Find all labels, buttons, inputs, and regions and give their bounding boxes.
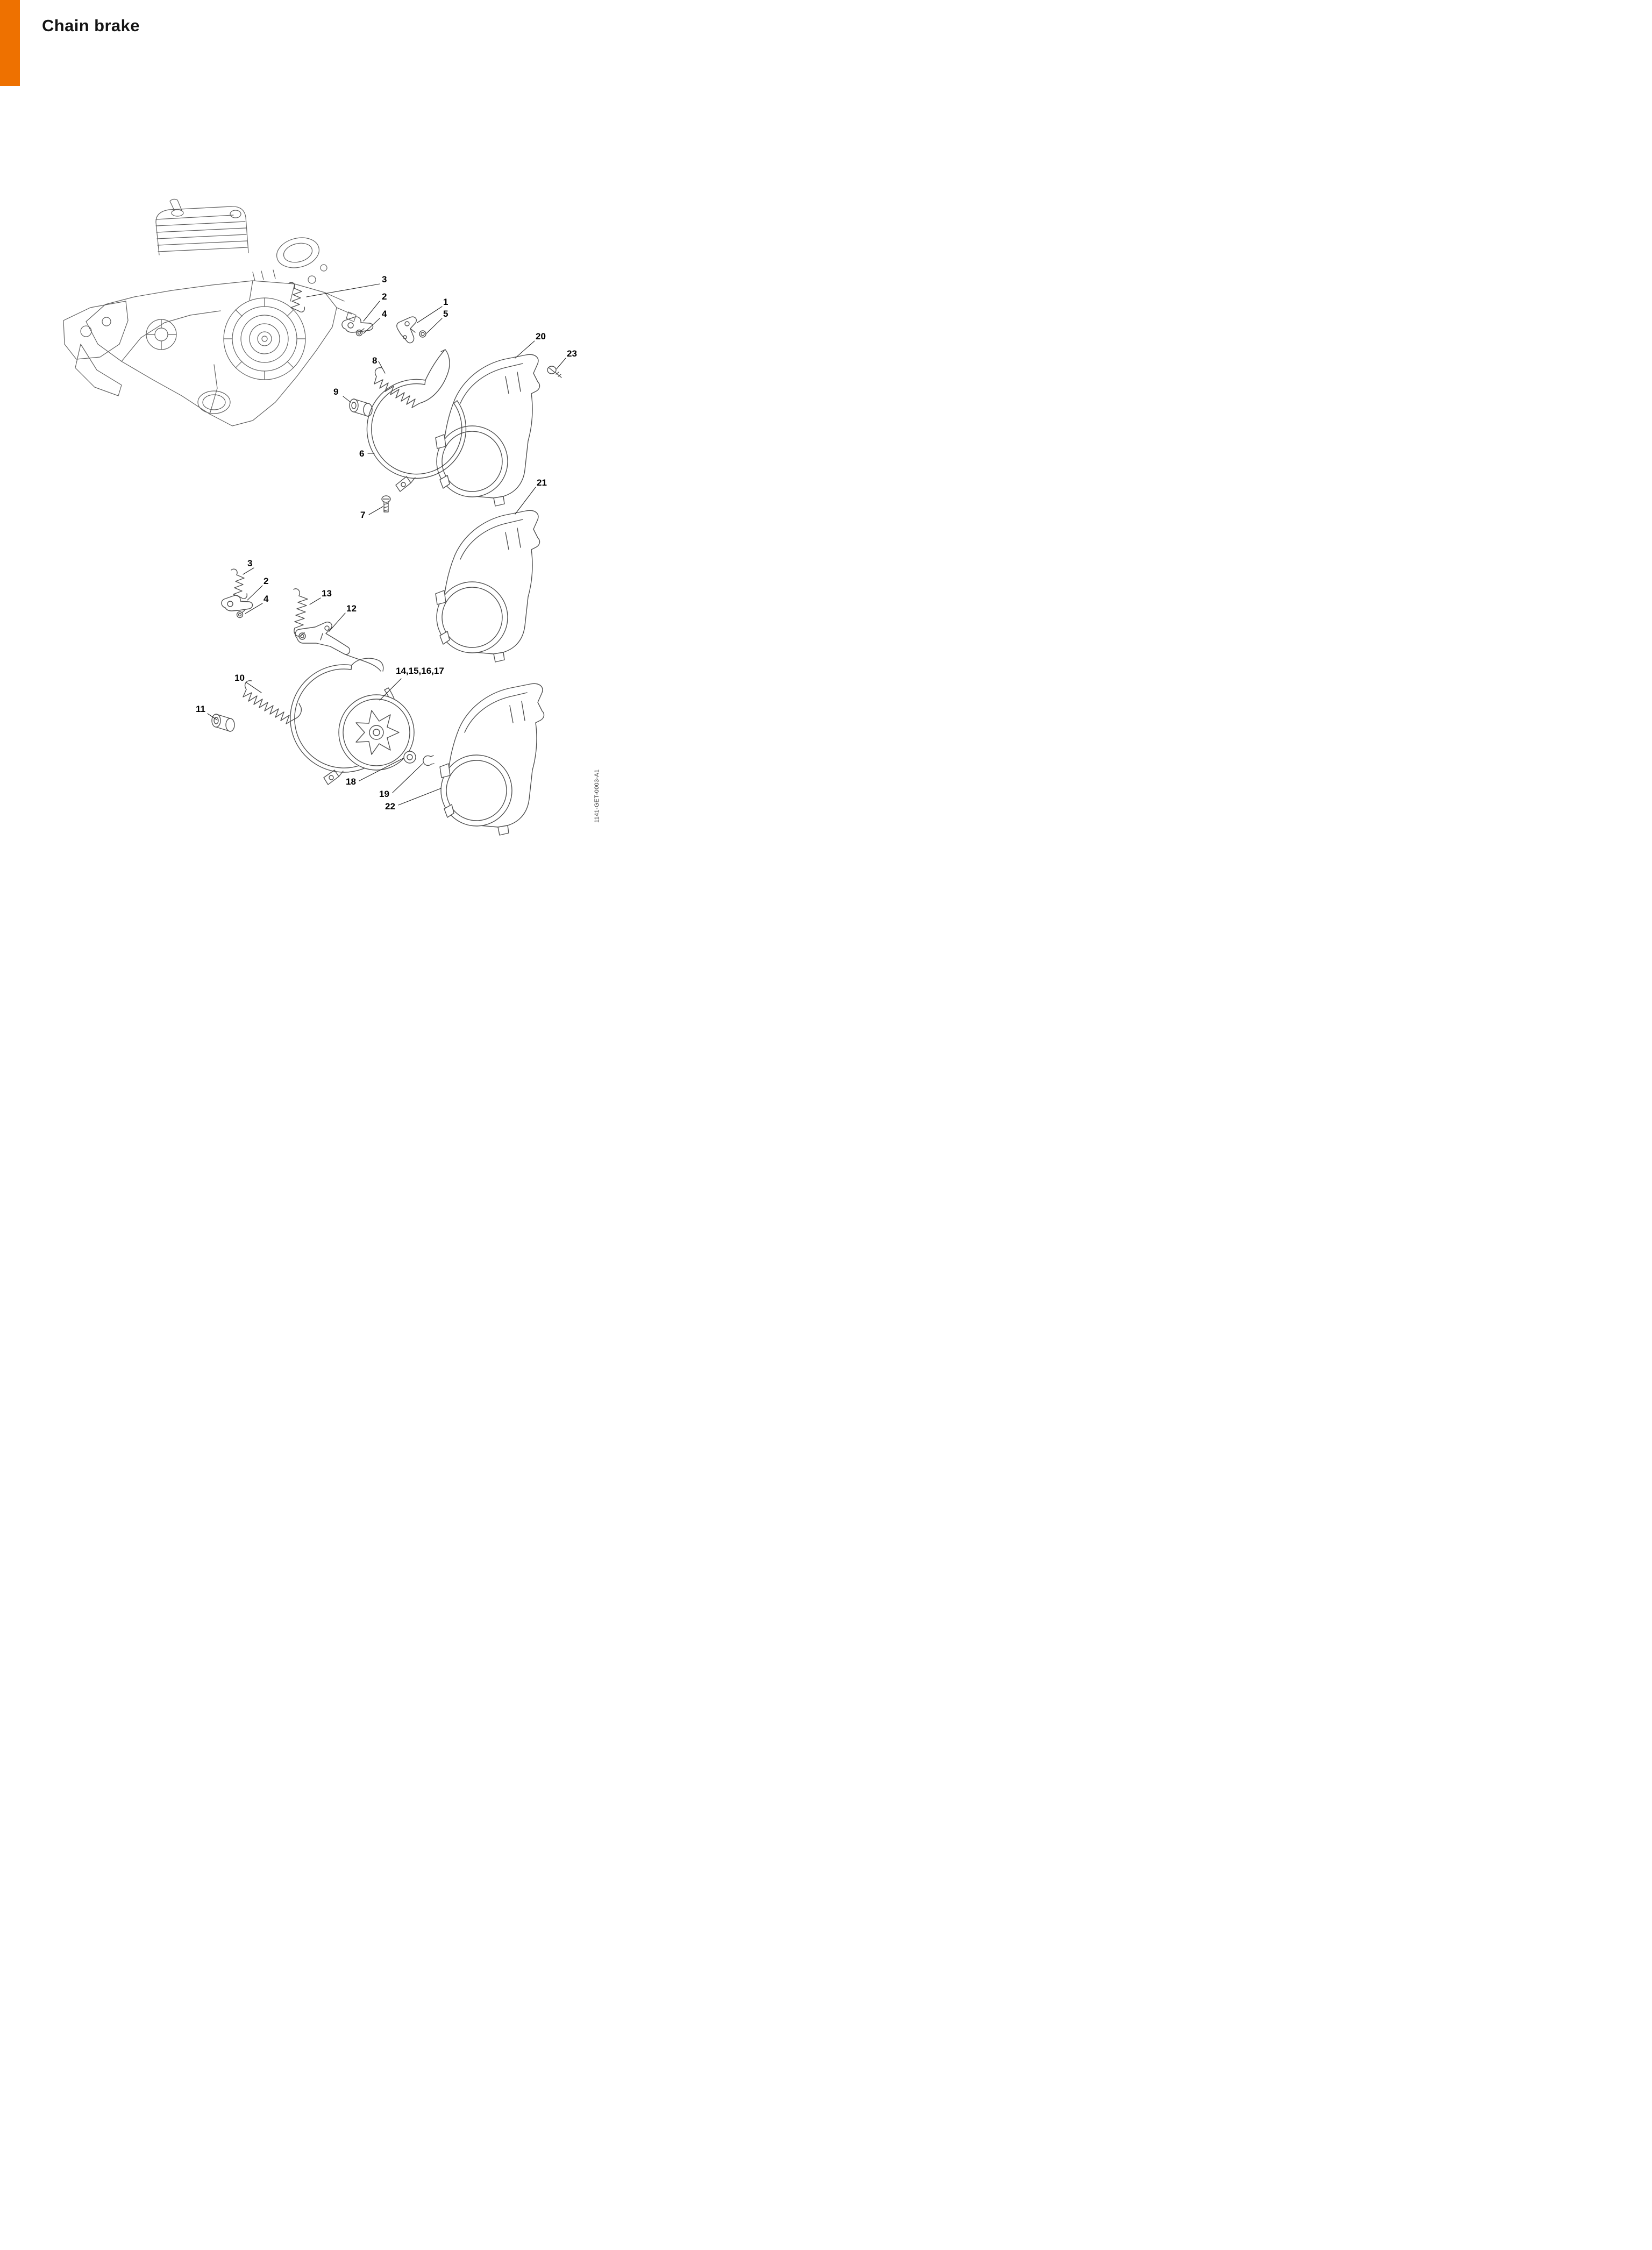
lever-12-drawing (295, 622, 381, 672)
callout-12: 12 (346, 603, 357, 614)
callout-18: 18 (346, 777, 356, 787)
leader-lines (207, 283, 566, 806)
callout-10: 10 (234, 673, 245, 683)
callout-22: 22 (385, 801, 395, 811)
exploded-diagram (63, 198, 566, 836)
callout-4-lower: 4 (264, 594, 269, 604)
callout-6: 6 (359, 448, 365, 459)
clutch-drum-drawing (338, 694, 435, 771)
brake-spring-8-drawing (374, 349, 450, 408)
callout-9: 9 (333, 387, 339, 397)
callout-8: 8 (372, 355, 378, 366)
callout-2-lower: 2 (264, 576, 269, 586)
callout-20: 20 (536, 331, 546, 341)
callout-3-lower: 3 (247, 558, 253, 568)
page-title: Chain brake (42, 16, 140, 35)
callout-21: 21 (537, 478, 547, 488)
accent-bar (0, 0, 20, 86)
callout-1: 1 (443, 297, 448, 307)
doc-code: 1141-GET-0003-A1 (594, 769, 600, 823)
cover-plate-21-drawing (435, 510, 540, 663)
callout-3-upper: 3 (382, 274, 387, 284)
cover-plate-22-drawing (439, 683, 545, 836)
bushing-9-drawing (349, 398, 373, 417)
spring-13-drawing (293, 588, 308, 637)
cover-plate-20-drawing (435, 354, 540, 507)
screw-7-drawing (381, 495, 391, 512)
callout-4-upper: 4 (382, 309, 387, 319)
lower-lever-parts-drawing (221, 568, 253, 618)
callout-13: 13 (322, 588, 332, 599)
callout-23: 23 (567, 348, 577, 359)
callout-2-upper: 2 (382, 291, 387, 302)
catalog-page: Chain brake (0, 0, 620, 844)
callout-19: 19 (379, 789, 389, 799)
callout-14-15-16-17: 14,15,16,17 (396, 666, 444, 676)
screw-23-drawing (547, 366, 562, 378)
callout-5: 5 (443, 309, 448, 319)
callout-11: 11 (196, 704, 205, 714)
upper-lever-parts-drawing (288, 282, 426, 344)
engine-assembly-drawing (63, 198, 357, 426)
spring-10-drawing (243, 680, 302, 724)
brake-band-6-drawing (366, 350, 467, 492)
bushing-11-drawing (211, 714, 235, 732)
callout-7: 7 (360, 510, 366, 520)
